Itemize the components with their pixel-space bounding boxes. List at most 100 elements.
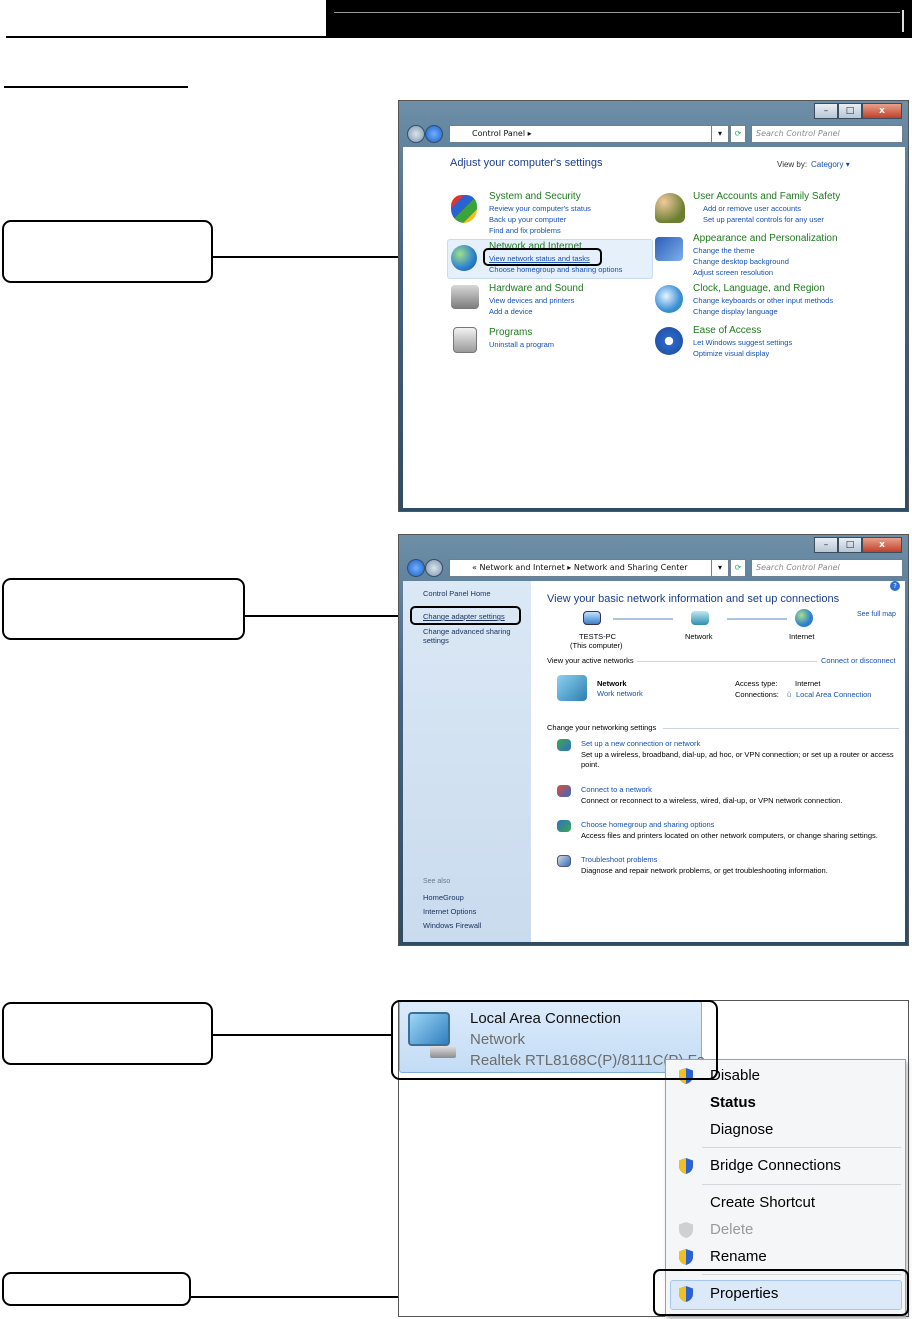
link-desktop-background[interactable]: Change desktop background: [693, 257, 789, 266]
category-clock-language[interactable]: Clock, Language, and Region: [693, 283, 825, 294]
shield-icon: [451, 195, 477, 223]
programs-icon: [453, 327, 477, 353]
menu-item-status[interactable]: Status: [710, 1094, 756, 1111]
address-dropdown-icon[interactable]: ▾: [711, 125, 729, 143]
category-programs[interactable]: Programs: [489, 327, 533, 338]
work-network-link[interactable]: Work network: [597, 689, 643, 698]
sidebar-advanced-sharing[interactable]: Change advanced sharing: [423, 627, 511, 636]
adapter-device: Realtek RTL8168C(P)/8111C(P) Fa: [470, 1052, 706, 1069]
menu-item-disable[interactable]: Disable: [710, 1067, 761, 1084]
highlight-change-adapter: [410, 606, 521, 625]
address-bar[interactable]: « Network and Internet ▸ Network and Sha…: [449, 559, 729, 577]
address-bar[interactable]: Control Panel ▸: [449, 125, 729, 143]
sidebar-change-adapter[interactable]: Change adapter settings: [423, 612, 505, 621]
uac-shield-icon: [679, 1068, 693, 1084]
network-category-highlight: [447, 239, 653, 279]
see-also-label: See also: [423, 878, 451, 885]
back-button[interactable]: [407, 559, 425, 577]
menu-item-rename[interactable]: Rename: [710, 1248, 767, 1265]
sidebar: Control Panel Home Change adapter settin…: [403, 581, 531, 942]
address-part-2: Network and Sharing Center: [573, 563, 688, 572]
highlight-adapter-tile: [391, 1000, 718, 1080]
link-optimize-display[interactable]: Optimize visual display: [693, 349, 770, 358]
window-controls: – □ x: [814, 103, 902, 119]
users-icon: [655, 193, 685, 223]
new-connection-icon: [557, 739, 571, 751]
menu-item-bridge-connections[interactable]: Bridge Connections: [710, 1157, 841, 1174]
link-view-network-status[interactable]: View network status and tasks: [489, 254, 590, 263]
sidebar-advanced-sharing-2[interactable]: settings: [423, 636, 449, 645]
link-devices-printers[interactable]: View devices and printers: [489, 296, 575, 305]
category-ease-of-access[interactable]: Ease of Access: [693, 325, 762, 336]
network-buildings-icon: [557, 675, 587, 701]
address-dropdown-icon[interactable]: ▾: [711, 559, 729, 577]
view-by-dropdown[interactable]: Category ▾: [811, 160, 850, 169]
category-appearance[interactable]: Appearance and Personalization: [693, 233, 838, 244]
connection-plug-icon: ǔ: [787, 690, 792, 699]
minimize-button[interactable]: –: [814, 103, 838, 119]
sidebar-control-panel-home[interactable]: Control Panel Home: [423, 589, 491, 598]
map-node-pc-sub: (This computer): [570, 641, 623, 650]
refresh-icon[interactable]: ⟳: [730, 559, 746, 577]
link-homegroup-sharing[interactable]: Choose homegroup and sharing options: [489, 265, 623, 274]
connect-disconnect-link[interactable]: Connect or disconnect: [821, 656, 896, 665]
see-also-firewall[interactable]: Windows Firewall: [423, 921, 482, 930]
task-homegroup[interactable]: Choose homegroup and sharing options: [581, 820, 715, 829]
uac-shield-icon: [679, 1222, 693, 1238]
link-screen-resolution[interactable]: Adjust screen resolution: [693, 268, 774, 277]
link-display-language[interactable]: Change display language: [693, 307, 778, 316]
menu-item-properties-highlight: [670, 1280, 902, 1310]
local-area-connection-link[interactable]: Local Area Connection: [796, 690, 872, 699]
link-uninstall[interactable]: Uninstall a program: [489, 340, 555, 349]
minimize-button[interactable]: –: [814, 537, 838, 553]
category-network-internet[interactable]: Network and Internet: [489, 241, 582, 252]
menu-separator: [702, 1274, 901, 1275]
menu-item-properties[interactable]: Properties: [710, 1285, 779, 1302]
task-connect-network[interactable]: Connect to a network: [581, 785, 652, 794]
link-find-fix[interactable]: Find and fix problems: [489, 226, 561, 235]
page-title: Adjust your computer's settings: [450, 157, 603, 169]
link-change-theme[interactable]: Change the theme: [693, 246, 755, 255]
refresh-icon[interactable]: ⟳: [730, 125, 746, 143]
see-full-map-link[interactable]: See full map: [857, 611, 896, 618]
forward-button[interactable]: [425, 125, 443, 143]
close-button[interactable]: x: [862, 103, 902, 119]
header-inner-rule: [334, 12, 900, 13]
link-review-status[interactable]: Review your computer's status: [489, 204, 591, 213]
category-hardware-sound[interactable]: Hardware and Sound: [489, 283, 584, 294]
menu-item-diagnose[interactable]: Diagnose: [710, 1121, 774, 1138]
forward-button[interactable]: [425, 559, 443, 577]
link-add-device[interactable]: Add a device: [489, 307, 533, 316]
access-type-label: Access type:: [735, 679, 778, 688]
see-also-internet-options[interactable]: Internet Options: [423, 907, 477, 916]
maximize-button[interactable]: □: [838, 103, 862, 119]
link-add-remove-accounts[interactable]: Add or remove user accounts: [703, 204, 801, 213]
maximize-button[interactable]: □: [838, 537, 862, 553]
task-troubleshoot[interactable]: Troubleshoot problems: [581, 855, 658, 864]
back-button[interactable]: [407, 125, 425, 143]
close-button[interactable]: x: [862, 537, 902, 553]
see-also-homegroup[interactable]: HomeGroup: [423, 893, 464, 902]
link-parental-controls[interactable]: Set up parental controls for any user: [703, 215, 824, 224]
map-connector-2: [727, 618, 787, 620]
divider: [637, 661, 817, 662]
help-icon[interactable]: ?: [890, 581, 900, 591]
map-node-internet: Internet: [789, 632, 815, 641]
task-setup-connection[interactable]: Set up a new connection or network: [581, 739, 701, 748]
category-user-accounts[interactable]: User Accounts and Family Safety: [693, 191, 841, 202]
header-tick: [902, 10, 904, 32]
link-back-up[interactable]: Back up your computer: [489, 215, 567, 224]
search-placeholder: Search Control Panel: [756, 563, 840, 572]
ease-of-access-icon: [655, 327, 683, 355]
uac-shield-icon: [679, 1286, 693, 1302]
menu-item-create-shortcut[interactable]: Create Shortcut: [710, 1194, 816, 1211]
link-change-keyboards[interactable]: Change keyboards or other input methods: [693, 296, 834, 305]
category-system-security[interactable]: System and Security: [489, 191, 581, 202]
search-input[interactable]: Search Control Panel: [751, 125, 903, 143]
search-input[interactable]: Search Control Panel: [751, 559, 903, 577]
active-networks-label: View your active networks: [547, 656, 634, 665]
menu-separator: [702, 1184, 901, 1185]
link-windows-suggest[interactable]: Let Windows suggest settings: [693, 338, 793, 347]
computer-icon: [583, 611, 601, 625]
address-text: Control Panel: [472, 129, 526, 138]
